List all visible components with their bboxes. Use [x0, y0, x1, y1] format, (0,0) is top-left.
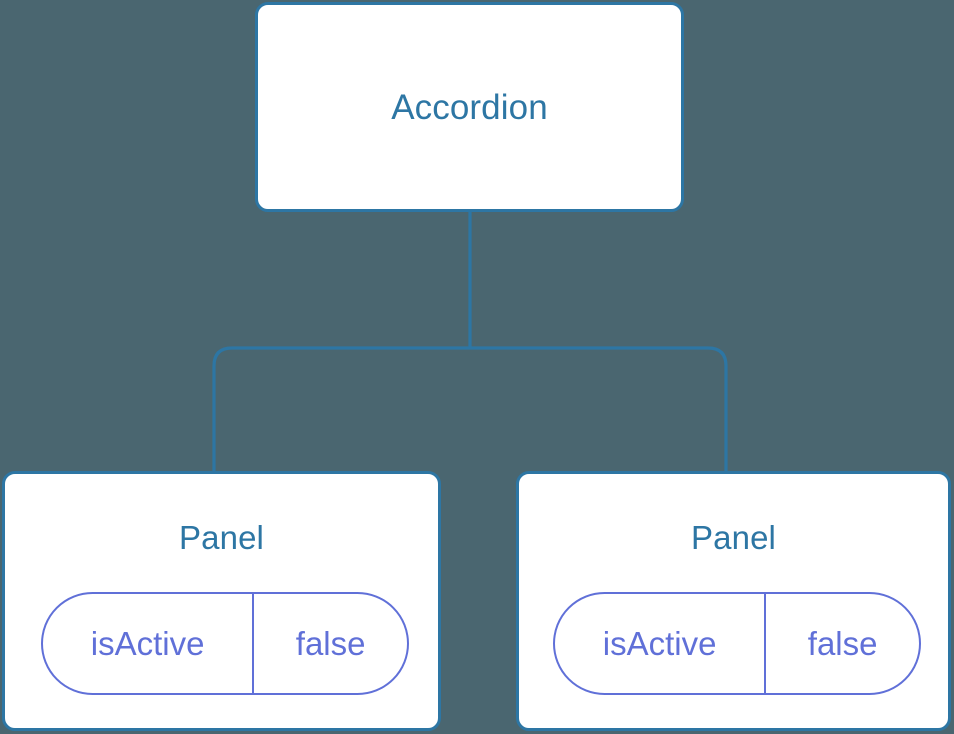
state-pill-panel-2[interactable]: isActive false: [553, 592, 921, 695]
state-key-panel-1: isActive: [43, 594, 255, 693]
state-value-panel-1: false: [295, 625, 366, 662]
connector-root-to-children: [212, 209, 728, 471]
state-pill-panel-1[interactable]: isActive false: [41, 592, 409, 695]
node-panel-1-label: Panel: [179, 519, 264, 556]
node-accordion-label: Accordion: [391, 87, 548, 127]
node-panel-1[interactable]: Panel isActive false: [2, 471, 441, 731]
state-key-panel-2: isActive: [555, 594, 767, 693]
node-panel-2-label: Panel: [691, 519, 776, 556]
state-value-panel-2: false: [807, 625, 878, 662]
node-panel-2[interactable]: Panel isActive false: [516, 471, 951, 731]
node-accordion[interactable]: Accordion: [255, 2, 684, 212]
